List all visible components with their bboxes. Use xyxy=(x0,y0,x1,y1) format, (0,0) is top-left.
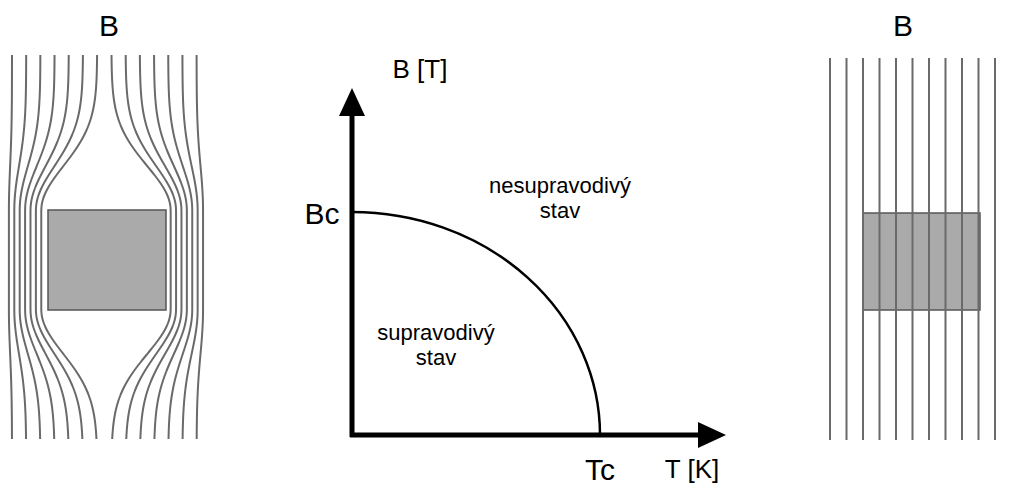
axis-value: Bc xyxy=(304,197,339,232)
field-line xyxy=(928,58,930,440)
field-line xyxy=(846,58,848,440)
field-line xyxy=(895,58,897,440)
region-label: nesupravodivý stav xyxy=(483,173,638,224)
field-line xyxy=(182,55,197,439)
axis-title: T [K] xyxy=(665,455,719,485)
field-line xyxy=(879,58,881,440)
field-line xyxy=(9,55,12,439)
b-axis-arrowhead xyxy=(339,88,365,116)
field-line xyxy=(862,58,864,440)
field-label: B xyxy=(99,9,119,44)
critical-curve xyxy=(352,212,600,435)
field-line xyxy=(829,58,831,440)
field-line xyxy=(978,58,980,440)
field-line xyxy=(912,58,914,440)
penetrating-field-lines xyxy=(830,58,995,440)
region-label: supravodivý stav xyxy=(366,320,506,371)
field-line xyxy=(945,58,947,440)
axis-title: B [T] xyxy=(393,55,448,85)
field-line xyxy=(994,58,996,440)
t-axis-arrowhead xyxy=(698,422,726,448)
field-line xyxy=(168,55,192,439)
t-axis xyxy=(350,433,700,438)
field-line xyxy=(197,55,203,439)
expelled-field-lines xyxy=(9,55,203,439)
field-label: B xyxy=(893,9,913,44)
axis-value: Tc xyxy=(585,453,615,488)
superconductor-sample xyxy=(48,210,166,310)
field-line xyxy=(961,58,963,440)
b-axis xyxy=(350,112,355,437)
